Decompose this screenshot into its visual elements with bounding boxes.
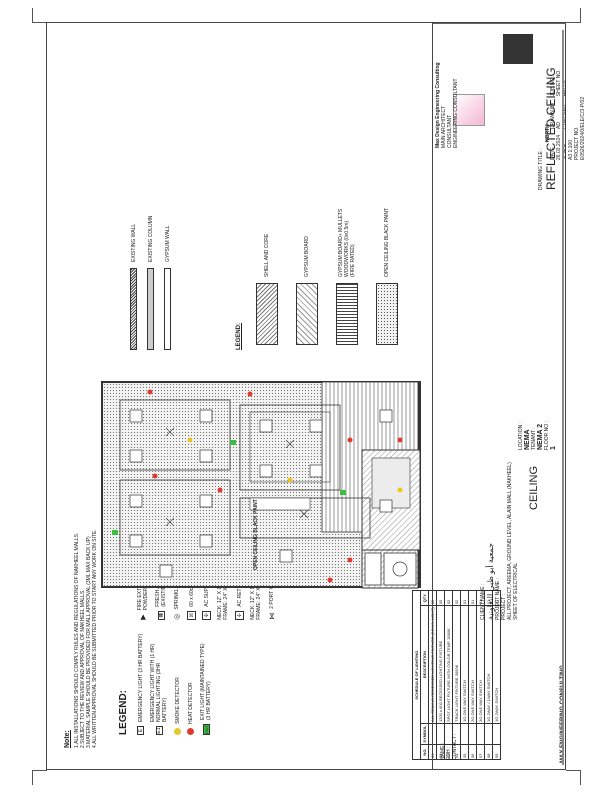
crop-mark	[566, 8, 581, 23]
legend-item: SMOKE DETECTOR	[174, 634, 181, 735]
open-ceiling-text: OPEN CEILING BLACK PAINT	[253, 499, 259, 570]
wall-legend-item: EXISTING COLUMN	[147, 216, 154, 350]
smoke-detector-icon	[174, 728, 181, 735]
legend-item-label: EMERGENCY LIGHT (3 HR BATTERY)	[137, 633, 144, 722]
drawing-frame	[46, 22, 566, 770]
exit-signs	[112, 440, 346, 535]
project-no-value: E0526/2024/0/ELE/C/3-P/02	[580, 96, 586, 160]
consultant-block: Max Design Engineering Consulting MAIN A…	[435, 62, 459, 148]
floor-value: 1	[550, 446, 557, 450]
woodworks-swatch	[336, 283, 358, 345]
finish-legend-heading: LEGEND:	[236, 323, 242, 350]
wall-legend-label: GYPSUM WALL	[164, 225, 171, 263]
material-legend: EXISTING WALL EXISTING COLUMN GYPSUM WAL…	[130, 216, 171, 350]
light-fixtures	[129, 409, 393, 578]
schedule-header: DESCRIPTION	[420, 605, 429, 724]
legend-item-label: EXIT LIGHT (MAINTAINED TYPE) (3 HR BATTE…	[200, 643, 212, 720]
key-plan-thumbnail	[453, 94, 485, 126]
fresh-air-unit-icon: ▦	[157, 610, 165, 620]
exit-light-icon: EXIT	[202, 724, 210, 735]
consultant-line: ENGINEERING CONSULTANT	[453, 78, 459, 148]
crop-mark	[566, 770, 581, 785]
shell-core-swatch	[256, 283, 278, 345]
finish-legend-item: GYPSUM BOARD+ MULLETS WOODWORKS (0x0.5m)…	[336, 207, 358, 345]
notes-heading: Note:	[64, 730, 71, 748]
notes-block: Note: 1.ALL INSTALLATIONS SHOULD COMPLY …	[63, 529, 98, 748]
gypsum-board-swatch	[296, 283, 318, 345]
finish-legend-label: GYPSUM BOARD	[304, 236, 310, 277]
tb-logo-area	[433, 23, 566, 144]
wall-legend-label: EXISTING COLUMN	[147, 215, 154, 262]
finish-legend-item: OPEN CEILING BLACK PAINT	[376, 207, 398, 345]
legend-item: HEAT DETECTOR	[187, 634, 194, 735]
border-stripe	[562, 30, 564, 765]
crop-mark	[32, 8, 47, 23]
project-value: ALL PROJECT, AREEMA, GROUND LEVEL, ALAIN…	[507, 462, 519, 620]
legend-item: E1 EMERGENCY LIGHT WITH (1 HR) NORMAL LI…	[150, 634, 168, 735]
diffusers	[165, 427, 309, 527]
finish-legend-item: SHELL AND CORE	[256, 207, 278, 345]
two-port-valve-icon: ⋈	[269, 612, 276, 620]
tb-location: LOCATION : NEMA TENANT : NEMA 2 FLOOR NO…	[518, 421, 557, 450]
tb-project-info: CLIENT NAME : جمعية أبو ظبي التعاونية PR…	[480, 220, 519, 620]
legend-item: EXIT EXIT LIGHT (MAINTAINED TYPE) (3 HR …	[200, 634, 212, 735]
finish-legend-label: SHELL AND CORE	[264, 233, 270, 277]
finish-legend-title: LEGEND:	[236, 323, 242, 350]
wall-legend-item: EXISTING WALL	[130, 216, 137, 350]
open-ceiling-label: OPEN CEILING BLACK PAINT	[253, 499, 259, 570]
tb-fields: NAME : EDH : CONTACT :	[440, 734, 458, 760]
location-value: NEMA	[524, 429, 531, 450]
supply-diffuser-icon: ✣	[202, 610, 211, 620]
existing-wall-swatch	[130, 268, 137, 350]
wall-legend-label: EXISTING WALL	[130, 223, 137, 262]
existing-column-swatch	[147, 268, 154, 350]
note-line: 4.ALL WRITTEN APPROVAL SHOULD BE SUBMITT…	[92, 529, 98, 748]
heat-detectors	[147, 389, 403, 583]
tenant-value: NEMA 2	[537, 423, 544, 450]
emergency-light-normal-icon: E1	[155, 726, 163, 735]
open-ceiling-swatch	[376, 283, 398, 345]
plan-drawing	[101, 381, 421, 589]
legend-item-label: SMOKE DETECTOR	[174, 677, 181, 724]
smoke-detectors	[187, 437, 403, 493]
fire-extinguisher-icon: ▶	[140, 614, 147, 620]
schedule-header: SYMBOL	[420, 723, 429, 745]
schedule-header: NO.	[420, 744, 429, 760]
ceiling-plan: OPEN CEILING BLACK PAINT	[100, 380, 422, 610]
client-name: جمعية أبو ظبي التعاونية	[486, 543, 495, 620]
wall-legend-item: GYPSUM WALL	[164, 216, 171, 350]
legend-item: E EMERGENCY LIGHT (3 HR BATTERY)	[137, 634, 144, 735]
finish-legend-item: GYPSUM BOARD	[296, 207, 318, 345]
legend-item-label: HEAT DETECTOR	[187, 682, 194, 724]
heat-detector-icon	[187, 728, 194, 735]
schedule-title: SCHEDULE OF LIGHTING	[412, 590, 421, 760]
sprinkler-head-icon: ◎	[174, 613, 181, 620]
tb-meta: DATE 26.03.2024 SCALE A3 1:100 DRAWN BY …	[550, 69, 586, 160]
legend-item-label: EMERGENCY LIGHT WITH (1 HR) NORMAL LIGHT…	[150, 643, 168, 722]
return-diffuser-icon: ✢	[235, 610, 244, 620]
title-block	[432, 23, 566, 769]
emergency-light-icon: E	[137, 726, 144, 735]
finish-legend-label: OPEN CEILING BLACK PAINT	[384, 207, 390, 277]
gypsum-wall-swatch	[164, 268, 171, 350]
crop-mark	[32, 770, 47, 785]
finish-legend: SHELL AND CORE GYPSUM BOARD GYPSUM BOARD…	[256, 207, 398, 345]
finish-legend-label: GYPSUM BOARD+ MULLETS WOODWORKS (0x0.5m)…	[338, 208, 356, 277]
access-panel-icon: ☒	[187, 610, 196, 620]
tb-contact-label: CONTACT :	[452, 733, 458, 760]
qr-code-icon	[503, 34, 533, 64]
